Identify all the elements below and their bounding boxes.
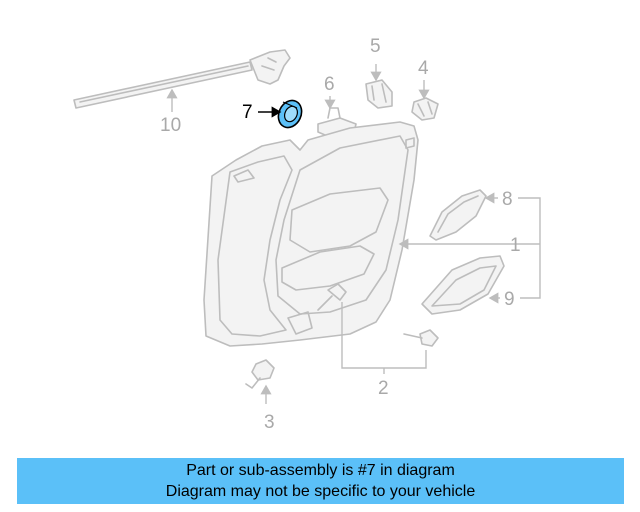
callout-4: 4 [418,58,429,79]
banner-line-2: Diagram may not be specific to your vehi… [165,483,476,500]
callout-bracket-1 [518,197,541,299]
part-1-quarter-trim-panel [203,121,540,347]
part-9-lower-lens [421,255,505,315]
parts-diagram: 1 2 3 4 5 6 7 8 9 10 [73,36,541,433]
callout-6: 6 [324,74,335,95]
info-banner: Part or sub-assembly is #7 in diagram Di… [17,458,624,504]
part-5-clip [365,64,393,109]
part-8-upper-lens [429,189,498,241]
part-4-retainer [411,80,439,121]
part-7-grommet [258,99,303,129]
callout-1: 1 [510,235,521,256]
callout-10: 10 [160,115,181,136]
callout-8: 8 [502,189,513,210]
part-2-screws [317,283,439,374]
banner-line-1: Part or sub-assembly is #7 in diagram [186,462,455,479]
callout-2: 2 [378,378,389,399]
part-10-weatherstrip [73,49,291,112]
callout-3: 3 [264,412,275,433]
callout-9: 9 [504,289,515,310]
part-3-push-pin [245,359,275,404]
callout-5: 5 [370,36,381,57]
callout-7: 7 [242,102,253,123]
